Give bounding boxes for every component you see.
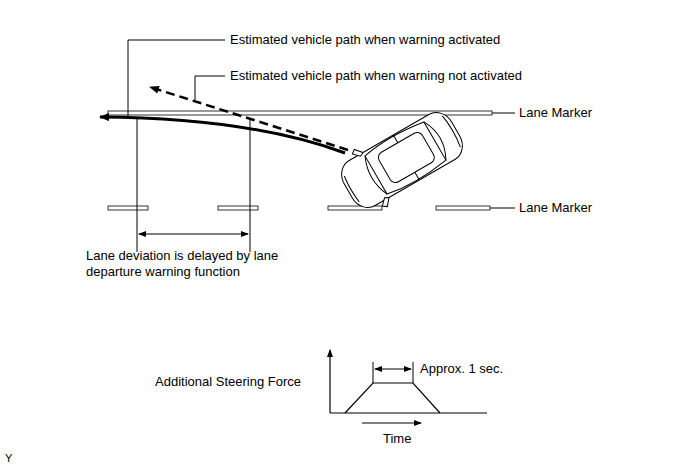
callout-label: Estimated vehicle path when warning not … [230,68,522,84]
axis-label: Additional Steering Force [155,374,301,390]
part-label: Lane Marker [519,200,592,216]
note-text: Lane deviation is delayed by lane depart… [86,248,301,280]
dimension-label: Approx. 1 sec. [420,361,503,377]
part-label: Lane Marker [519,105,592,121]
callout-label: Estimated vehicle path when warning acti… [230,32,500,48]
axis-label: Time [383,431,411,447]
figure-code: Y [5,450,12,465]
